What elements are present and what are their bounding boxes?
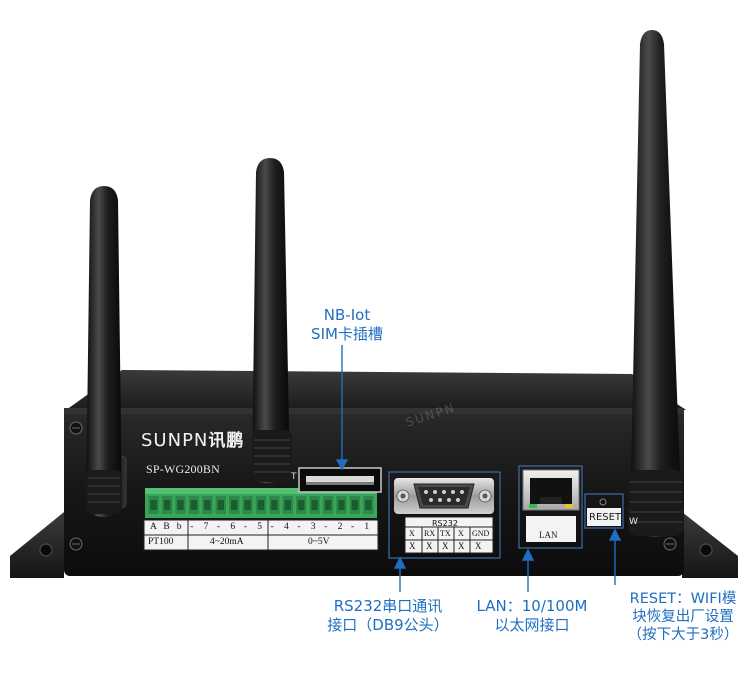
terminal-bottom-label: 4~20mA [210, 537, 244, 547]
terminal-hole [324, 500, 332, 510]
rs232-title: RS232 [432, 519, 458, 528]
terminal-top-label: B [163, 522, 170, 532]
callout-lan: LAN：10/100M 以太网接口 [462, 597, 602, 635]
callout-line: NB-Iot [323, 306, 371, 324]
sim-slot-letter: T [291, 472, 297, 482]
terminal-hole [190, 500, 198, 510]
callout-rs232: RS232串口通讯 接口（DB9公头） [318, 597, 458, 635]
brand-latin: SUNPN [141, 430, 209, 451]
terminal-top-label: 7 [203, 522, 209, 532]
terminal-top-label: - [243, 522, 247, 532]
terminal-top-label: - [270, 522, 274, 532]
callout-leaders [335, 345, 622, 592]
terminal-hole [338, 500, 345, 510]
terminal-hole [204, 500, 211, 510]
terminal-hole [150, 500, 157, 510]
terminal-hole [177, 500, 184, 510]
terminal-top-label: - [324, 522, 328, 532]
antenna-right [628, 30, 684, 538]
antenna-center [252, 158, 292, 484]
terminal-hole [271, 500, 278, 510]
rs232-pin-label: RX [424, 529, 436, 538]
terminal-hole [284, 500, 291, 510]
terminal-top-label: - [217, 522, 221, 532]
terminal-top-label: A [150, 522, 157, 532]
terminal-hole [365, 500, 372, 510]
sim-card-slot[interactable] [298, 467, 382, 493]
callout-line: SIM卡插槽 [311, 325, 383, 343]
rs232-pin-label: TX [440, 529, 451, 538]
callout-reset: RESET：WIFI模 块恢复出厂设置 （按下大于3秒） [613, 590, 750, 644]
terminal-block [145, 488, 377, 518]
rs232-pin-table [404, 516, 494, 554]
callout-line: 以太网接口 [494, 616, 570, 634]
rs232-pin-label: GND [472, 529, 490, 538]
lan-label-frame [518, 465, 583, 549]
callout-line: RS232串口通讯 [333, 597, 443, 615]
terminal-bottom-label: 0~5V [308, 537, 330, 547]
terminal-top-label: 5 [257, 522, 262, 532]
terminal-top-label: 4 [284, 522, 289, 532]
rs232-pin-label: X [409, 529, 415, 538]
rs232-label-frame [388, 471, 501, 559]
terminal-top-label: - [297, 522, 301, 532]
db9-connector[interactable] [394, 478, 494, 514]
reset-button[interactable] [587, 498, 621, 526]
brand-cn: 讯鹏 [208, 431, 245, 451]
mounting-flange-right [682, 512, 738, 578]
reset-label-frame [584, 493, 624, 529]
callout-line: 块恢复出厂设置 [632, 609, 734, 625]
lan-label: LAN [539, 530, 558, 540]
terminal-top-label: 2 [337, 522, 343, 532]
rs232-pin-mark: X [409, 541, 416, 551]
rs232-pin-mark: X [426, 541, 433, 551]
terminal-hole [311, 500, 318, 510]
rs232-pin-mark: X [442, 541, 449, 551]
terminal-bottom-label: PT100 [148, 537, 174, 547]
rs232-pin-label: X [458, 529, 464, 538]
terminal-top-label: 3 [310, 522, 316, 532]
reset-label: RESET [589, 512, 622, 523]
callout-sim-slot: NB-Iot SIM卡插槽 [292, 306, 402, 344]
callout-line: RESET：WIFI模 [629, 591, 737, 607]
terminal-hole [163, 500, 171, 510]
terminal-top-label: - [190, 522, 194, 532]
model-label: SP-WG200BN [146, 462, 221, 476]
terminal-hole [217, 500, 224, 510]
terminal-hole [231, 500, 238, 510]
terminal-hole [298, 500, 305, 510]
callout-line: LAN：10/100M [476, 597, 588, 615]
mounting-flange-left [10, 512, 64, 578]
lan-port[interactable] [522, 469, 580, 542]
rs232-pin-mark: X [475, 541, 482, 551]
antenna-left [86, 186, 122, 518]
callout-line: （按下大于3秒） [627, 627, 739, 643]
terminal-hole [244, 500, 251, 510]
terminal-top-label: - [351, 522, 355, 532]
chassis-top [66, 370, 686, 410]
terminal-top-label: b [176, 522, 182, 532]
terminal-hole [257, 500, 265, 510]
terminal-label-plate [143, 519, 379, 551]
terminal-top-label: 6 [230, 522, 236, 532]
rs232-pin-mark: X [458, 541, 465, 551]
callout-line: 接口（DB9公头） [327, 616, 449, 634]
wifi-letter: W [629, 517, 638, 527]
brand-logo: SUNPN讯鹏 [141, 426, 244, 451]
terminal-hole [351, 500, 359, 510]
terminal-top-label: 1 [364, 522, 370, 532]
